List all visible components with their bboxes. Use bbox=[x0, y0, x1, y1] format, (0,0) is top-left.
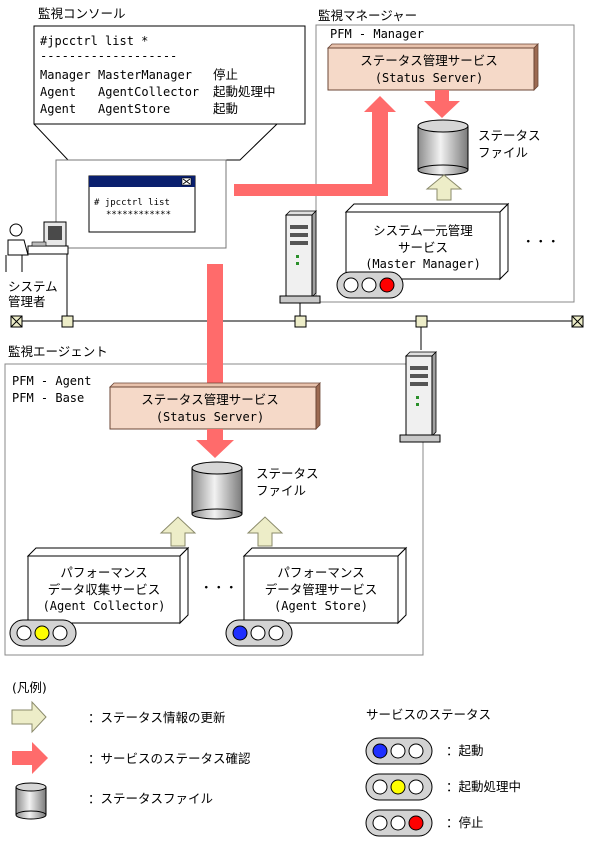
master-manager-status-lamps bbox=[336, 271, 404, 299]
legend-update-text: ：ステータス情報の更新 bbox=[88, 710, 226, 725]
console-row-3-type: Agent bbox=[40, 102, 76, 116]
agent-ellipsis: ・・・ bbox=[200, 580, 238, 595]
legend-stopped-lamps bbox=[365, 809, 433, 837]
console-row-2-name: AgentCollector bbox=[98, 85, 199, 99]
network-terminator-left bbox=[10, 315, 23, 328]
legend-running-text: ：起動 bbox=[446, 743, 484, 758]
legend-title: (凡例) bbox=[12, 680, 47, 695]
manager-status-server-label: ステータス管理サービス bbox=[360, 53, 498, 68]
legend-stopped-text: ：停止 bbox=[446, 815, 484, 830]
console-row-2-status: 起動処理中 bbox=[213, 84, 276, 99]
console-row-3-status: 起動 bbox=[213, 101, 238, 116]
collector-label2: データ収集サービス bbox=[48, 582, 161, 597]
agent-status-file-cylinder bbox=[191, 461, 243, 520]
admin-label-line1: システム bbox=[8, 279, 58, 294]
master-manager-label2: サービス bbox=[398, 240, 448, 255]
agent-store-service-box: パフォーマンス データ管理サービス (Agent Store) bbox=[242, 546, 408, 625]
agent-status-file-label: ステータス bbox=[256, 466, 319, 481]
agent-status-server-box: ステータス管理サービス (Status Server) bbox=[109, 382, 321, 430]
collector-status-lamps bbox=[9, 619, 77, 647]
legend-check-text: ：サービスのステータス確認 bbox=[88, 751, 251, 766]
agent-status-server-label: ステータス管理サービス bbox=[141, 392, 279, 407]
legend-starting-text: ：起動処理中 bbox=[446, 779, 521, 794]
manager-status-file-label: ステータス bbox=[478, 128, 541, 143]
legend-check-arrow-icon bbox=[12, 742, 48, 774]
master-manager-label3: (Master Manager) bbox=[365, 257, 481, 271]
agent-update-arrow-left bbox=[159, 516, 197, 547]
agent-product-label-1: PFM - Agent bbox=[12, 374, 91, 388]
admin-user-icon bbox=[5, 221, 69, 272]
network-node-admin bbox=[61, 315, 74, 328]
manager-product-label: PFM - Manager bbox=[330, 27, 424, 41]
agent-update-arrow-right bbox=[246, 516, 284, 547]
legend-update-arrow-icon bbox=[11, 700, 47, 734]
legend-running-lamps bbox=[365, 737, 433, 765]
legend-starting-lamps bbox=[365, 773, 433, 801]
lamp-1 bbox=[343, 277, 359, 293]
manager-region bbox=[315, 24, 575, 303]
store-label2: データ管理サービス bbox=[265, 582, 378, 597]
agent-check-arrow-down bbox=[196, 429, 234, 458]
console-row-1-name: MasterManager bbox=[98, 68, 192, 82]
collector-label1: パフォーマンス bbox=[60, 565, 147, 580]
store-label3: (Agent Store) bbox=[274, 599, 368, 613]
mini-window-stars: ************ bbox=[106, 210, 171, 220]
agent-title: 監視エージェント bbox=[8, 344, 108, 359]
manager-status-file-cylinder bbox=[417, 119, 469, 176]
console-to-manager-check-arrow bbox=[234, 96, 396, 196]
agent-server-icon bbox=[399, 351, 441, 443]
console-command: #jpcctrl list * bbox=[40, 34, 148, 48]
console-row-3-name: AgentStore bbox=[98, 102, 170, 116]
legend-file-cylinder-icon bbox=[15, 782, 47, 820]
agent-product-label-2: PFM - Base bbox=[12, 391, 84, 405]
store-label1: パフォーマンス bbox=[277, 565, 364, 580]
legend-file-text: ：ステータスファイル bbox=[88, 791, 213, 806]
network-node-manager bbox=[294, 315, 307, 328]
network-terminator-right bbox=[571, 315, 584, 328]
lamp-2 bbox=[361, 277, 377, 293]
manager-ellipsis: ・・・ bbox=[522, 234, 560, 249]
console-row-1-type: Manager bbox=[40, 68, 91, 82]
store-status-lamps bbox=[225, 619, 293, 647]
manager-status-server-sublabel: (Status Server) bbox=[375, 71, 483, 85]
manager-update-arrow-up bbox=[425, 174, 463, 201]
mini-window-command: # jpcctrl list bbox=[94, 198, 170, 208]
network-node-agent bbox=[415, 315, 428, 328]
console-output-callout bbox=[33, 25, 306, 161]
console-title: 監視コンソール bbox=[38, 6, 126, 21]
console-row-1-status: 停止 bbox=[213, 67, 238, 82]
agent-status-file-label2: ファイル bbox=[256, 483, 306, 498]
manager-status-server-box: ステータス管理サービス (Status Server) bbox=[327, 43, 539, 91]
legend-status-title: サービスのステータス bbox=[366, 707, 491, 722]
manager-server-icon bbox=[279, 210, 321, 304]
master-manager-service-box: システム一元管理 サービス (Master Manager) bbox=[344, 202, 510, 281]
collector-label3: (Agent Collector) bbox=[43, 599, 166, 613]
manager-status-file-label2: ファイル bbox=[478, 145, 528, 160]
agent-collector-service-box: パフォーマンス データ収集サービス (Agent Collector) bbox=[26, 546, 190, 625]
mini-terminal-window: # jpcctrl list ************ bbox=[88, 175, 196, 233]
admin-label-line2: 管理者 bbox=[8, 294, 46, 309]
console-separator: ------------------- bbox=[40, 49, 177, 63]
lamp-3-red bbox=[379, 277, 395, 293]
console-row-2-type: Agent bbox=[40, 85, 76, 99]
master-manager-label1: システム一元管理 bbox=[373, 223, 473, 238]
manager-check-arrow-down bbox=[424, 90, 460, 118]
manager-title: 監視マネージャー bbox=[318, 8, 417, 23]
agent-status-server-sublabel: (Status Server) bbox=[156, 410, 264, 424]
